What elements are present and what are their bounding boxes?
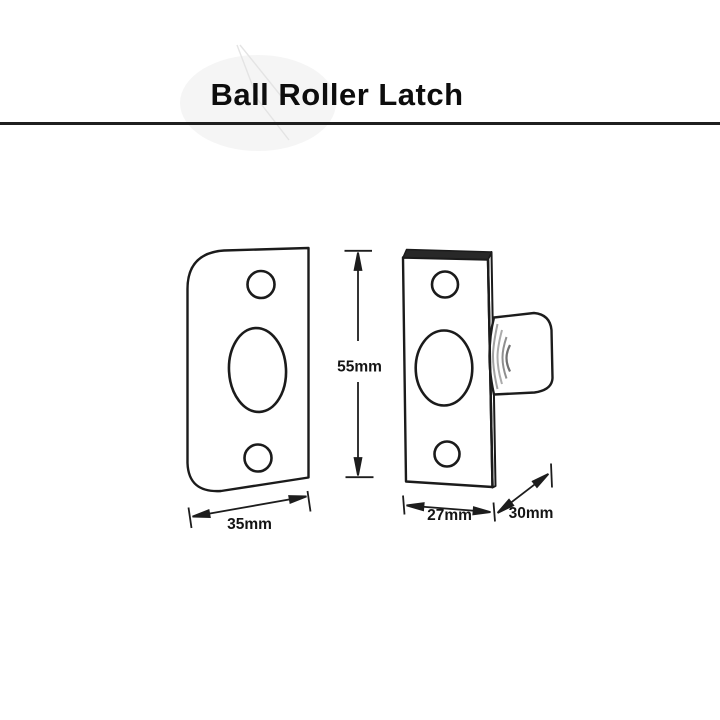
barrel-depth-label: 30mm (509, 505, 554, 522)
watermark-smudge (180, 55, 336, 151)
faceplate-roller-oval (227, 326, 288, 414)
watermark-scribble (236, 44, 290, 141)
body-width-label: 27mm (427, 507, 472, 524)
body-plate-top-edge (402, 248, 493, 261)
faceplate-width-arrow-right (288, 495, 307, 505)
faceplate-width-arrow-left (192, 508, 211, 519)
page-title: Ball Roller Latch (210, 77, 464, 112)
faceplate-width-right-tick (306, 490, 312, 512)
body-plate-front-right-edge (486, 259, 494, 488)
faceplate-screw-hole-bottom (243, 443, 273, 473)
height-dim-arrow-down (353, 457, 363, 476)
latch-barrel (488, 311, 554, 396)
latch-body-view (401, 248, 554, 489)
body-width-right-tick (492, 502, 496, 522)
barrel-depth-arrow-up (531, 473, 550, 489)
body-width-dimension: 27mm (402, 495, 496, 524)
faceplate-width-label: 35mm (227, 516, 272, 533)
body-width-arrow-right (472, 506, 491, 516)
barrel-depth-top-tick (550, 463, 553, 488)
body-width-arrow-left (406, 502, 425, 512)
faceplate-width-left-tick (187, 507, 193, 529)
body-width-left-tick (402, 495, 406, 515)
body-roller-hole (414, 329, 474, 407)
height-dim-arrow-up (353, 252, 363, 271)
barrel-ring-arcs (492, 323, 511, 390)
barrel-depth-dimension: 30mm (496, 463, 554, 522)
faceplate-screw-hole-top (246, 269, 276, 300)
height-dimension: 55mm (337, 249, 382, 479)
faceplate-width-dimension: 35mm (187, 490, 312, 533)
faceplate-front-view (186, 246, 310, 493)
body-screw-hole-top (430, 270, 460, 299)
body-screw-hole-bottom (433, 440, 461, 468)
height-dim-label: 55mm (337, 359, 382, 376)
title-divider (0, 122, 720, 125)
barrel-depth-arrow-down (496, 498, 515, 514)
